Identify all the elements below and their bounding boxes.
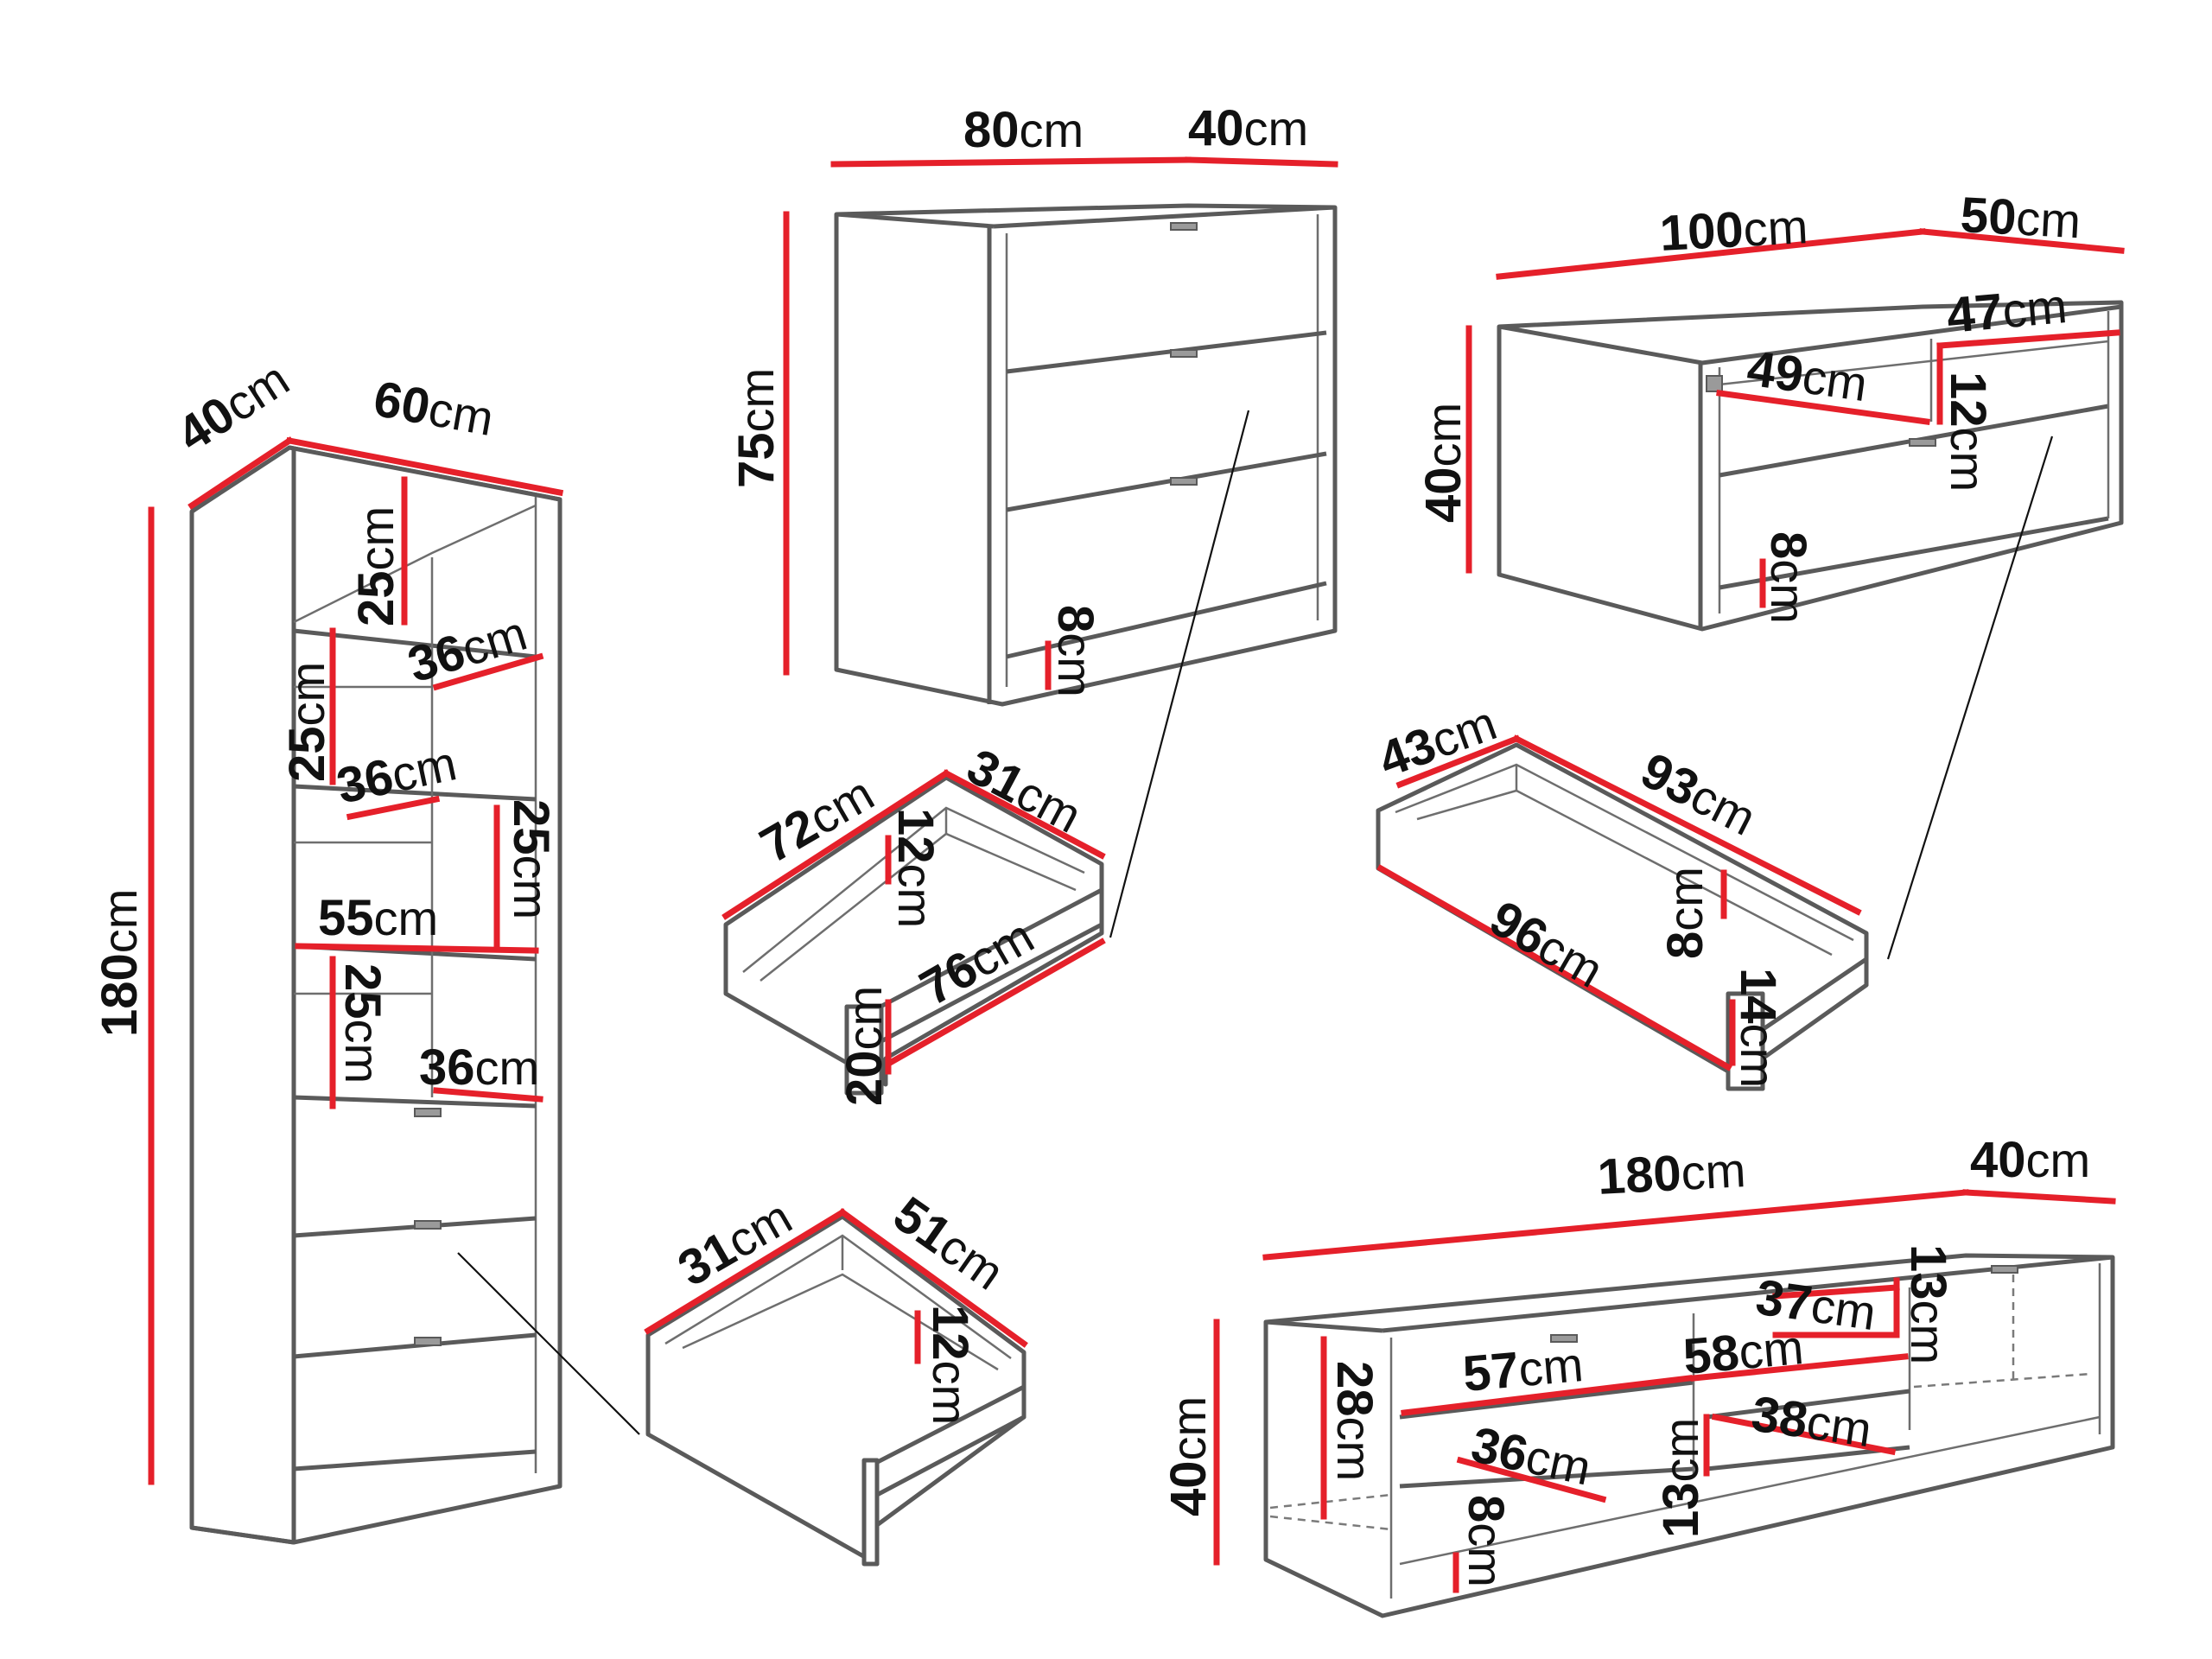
svg-text:180cm: 180cm bbox=[92, 889, 148, 1037]
leader-line bbox=[457, 1252, 640, 1435]
bookcase-drawing: 40cm 60cm 180cm 25cm 36cm 25cm 36cm 25cm… bbox=[92, 351, 640, 1545]
svg-text:25cm: 25cm bbox=[348, 506, 404, 626]
svg-text:36cm: 36cm bbox=[419, 1039, 539, 1096]
svg-text:47cm: 47cm bbox=[1944, 277, 2069, 344]
table-drawer-front-height-value: 14 bbox=[1730, 968, 1786, 1024]
svg-text:8cm: 8cm bbox=[1760, 531, 1816, 624]
small-drawer-drawing: 31cm 51cm 12cm bbox=[644, 1185, 1028, 1567]
svg-text:49cm: 49cm bbox=[1744, 340, 1871, 413]
svg-text:40cm: 40cm bbox=[1188, 100, 1308, 156]
svg-text:13cm: 13cm bbox=[1900, 1244, 1956, 1364]
shelf-4-depth-value: 36 bbox=[419, 1039, 475, 1096]
tv-stand-bottom-depth-value: 36 bbox=[1466, 1416, 1533, 1483]
coffee-table-height-value: 40 bbox=[1415, 467, 1471, 523]
tv-stand-lower-height-value: 13 bbox=[1653, 1482, 1709, 1538]
svg-text:28cm: 28cm bbox=[1326, 1361, 1382, 1481]
svg-text:25cm: 25cm bbox=[279, 662, 335, 782]
svg-text:8cm: 8cm bbox=[1047, 605, 1103, 697]
tv-stand-depth-value: 40 bbox=[1970, 1132, 2026, 1188]
svg-text:12cm: 12cm bbox=[887, 808, 944, 928]
coffee-table-width-value: 100 bbox=[1658, 201, 1745, 262]
tv-stand-upper-height-value: 13 bbox=[1900, 1244, 1956, 1300]
tv-stand-top-shelf-width-value: 57 bbox=[1460, 1342, 1521, 1402]
tv-stand-upper-depth-value: 37 bbox=[1752, 1269, 1815, 1332]
bookcase-height-value: 180 bbox=[92, 953, 148, 1037]
svg-text:57cm: 57cm bbox=[1460, 1336, 1585, 1402]
svg-text:36cm: 36cm bbox=[1466, 1416, 1596, 1497]
small-drawer-height-value: 12 bbox=[922, 1305, 978, 1361]
coffee-table-compartment-width-value: 49 bbox=[1744, 340, 1807, 404]
dresser-depth-value: 40 bbox=[1188, 100, 1244, 156]
svg-text:14cm: 14cm bbox=[1730, 968, 1786, 1088]
table-drawer-inner-height-value: 8 bbox=[1657, 931, 1713, 959]
svg-text:12cm: 12cm bbox=[922, 1305, 978, 1425]
shelf-3-height-value: 25 bbox=[503, 799, 559, 855]
dresser-drawer-front-height-value: 20 bbox=[836, 1050, 893, 1106]
svg-text:8cm: 8cm bbox=[1458, 1495, 1514, 1587]
dresser-drawer-inner-height-value: 12 bbox=[887, 808, 944, 864]
dresser-height-value: 75 bbox=[728, 432, 785, 488]
svg-text:60cm: 60cm bbox=[370, 371, 498, 447]
dresser-drawing: 80cm 40cm 75cm 8cm bbox=[728, 100, 1338, 938]
svg-text:36cm: 36cm bbox=[332, 734, 461, 815]
bookcase-width-value: 60 bbox=[370, 371, 435, 435]
svg-text:20cm: 20cm bbox=[836, 986, 893, 1106]
tv-stand-drawing: 180cm 40cm 40cm 28cm 57cm 37cm 13cm 58cm… bbox=[1160, 1132, 2116, 1618]
svg-text:25cm: 25cm bbox=[334, 963, 391, 1084]
tv-stand-height-value: 40 bbox=[1160, 1460, 1217, 1516]
shelf-4-height-value: 25 bbox=[334, 963, 391, 1020]
svg-text:37cm: 37cm bbox=[1752, 1269, 1879, 1342]
svg-text:180cm: 180cm bbox=[1596, 1141, 1747, 1205]
svg-text:25cm: 25cm bbox=[503, 799, 559, 919]
coffee-table-drawing: 100cm 50cm 40cm 47cm 49cm 12cm 8cm bbox=[1415, 187, 2125, 960]
svg-text:40cm: 40cm bbox=[1160, 1396, 1217, 1516]
svg-text:12cm: 12cm bbox=[1940, 372, 1996, 492]
dresser-width-value: 80 bbox=[963, 102, 1020, 158]
coffee-table-depth-value: 50 bbox=[1959, 187, 2018, 245]
tv-stand-lower-depth-value: 38 bbox=[1748, 1386, 1811, 1449]
shelf-2-height-value: 25 bbox=[279, 726, 335, 782]
svg-text:40cm: 40cm bbox=[1415, 403, 1471, 523]
coffee-table-compartment-height-value: 12 bbox=[1940, 372, 1996, 428]
dresser-drawer-drawing: 72cm 31cm 12cm 20cm 76cm bbox=[721, 738, 1106, 1106]
handle-icon bbox=[414, 1108, 442, 1117]
table-drawer-drawing: 43cm 93cm 8cm 96cm 14cm bbox=[1371, 695, 1869, 1091]
shelf-1-height-value: 25 bbox=[348, 570, 404, 626]
coffee-table-plinth-value: 8 bbox=[1760, 531, 1816, 559]
tv-stand-plinth-value: 8 bbox=[1458, 1495, 1514, 1522]
svg-text:100cm: 100cm bbox=[1658, 198, 1809, 262]
svg-text:8cm: 8cm bbox=[1657, 867, 1713, 959]
shelf-width-value: 55 bbox=[318, 890, 374, 946]
tv-stand-middle-width-value: 58 bbox=[1681, 1325, 1741, 1385]
svg-text:75cm: 75cm bbox=[728, 368, 785, 488]
svg-text:40cm: 40cm bbox=[1970, 1132, 2090, 1188]
svg-text:50cm: 50cm bbox=[1959, 187, 2082, 249]
svg-text:58cm: 58cm bbox=[1681, 1319, 1805, 1385]
svg-text:13cm: 13cm bbox=[1653, 1418, 1709, 1538]
coffee-table-inner-depth-value: 47 bbox=[1944, 283, 2005, 344]
shelf-2-depth-value: 36 bbox=[332, 748, 398, 815]
svg-text:55cm: 55cm bbox=[318, 890, 438, 946]
dresser-plinth-value: 8 bbox=[1047, 605, 1103, 632]
tv-stand-width-value: 180 bbox=[1596, 1145, 1682, 1205]
svg-text:80cm: 80cm bbox=[963, 102, 1084, 158]
svg-text:38cm: 38cm bbox=[1748, 1386, 1875, 1459]
tv-stand-left-height-value: 28 bbox=[1326, 1361, 1382, 1417]
